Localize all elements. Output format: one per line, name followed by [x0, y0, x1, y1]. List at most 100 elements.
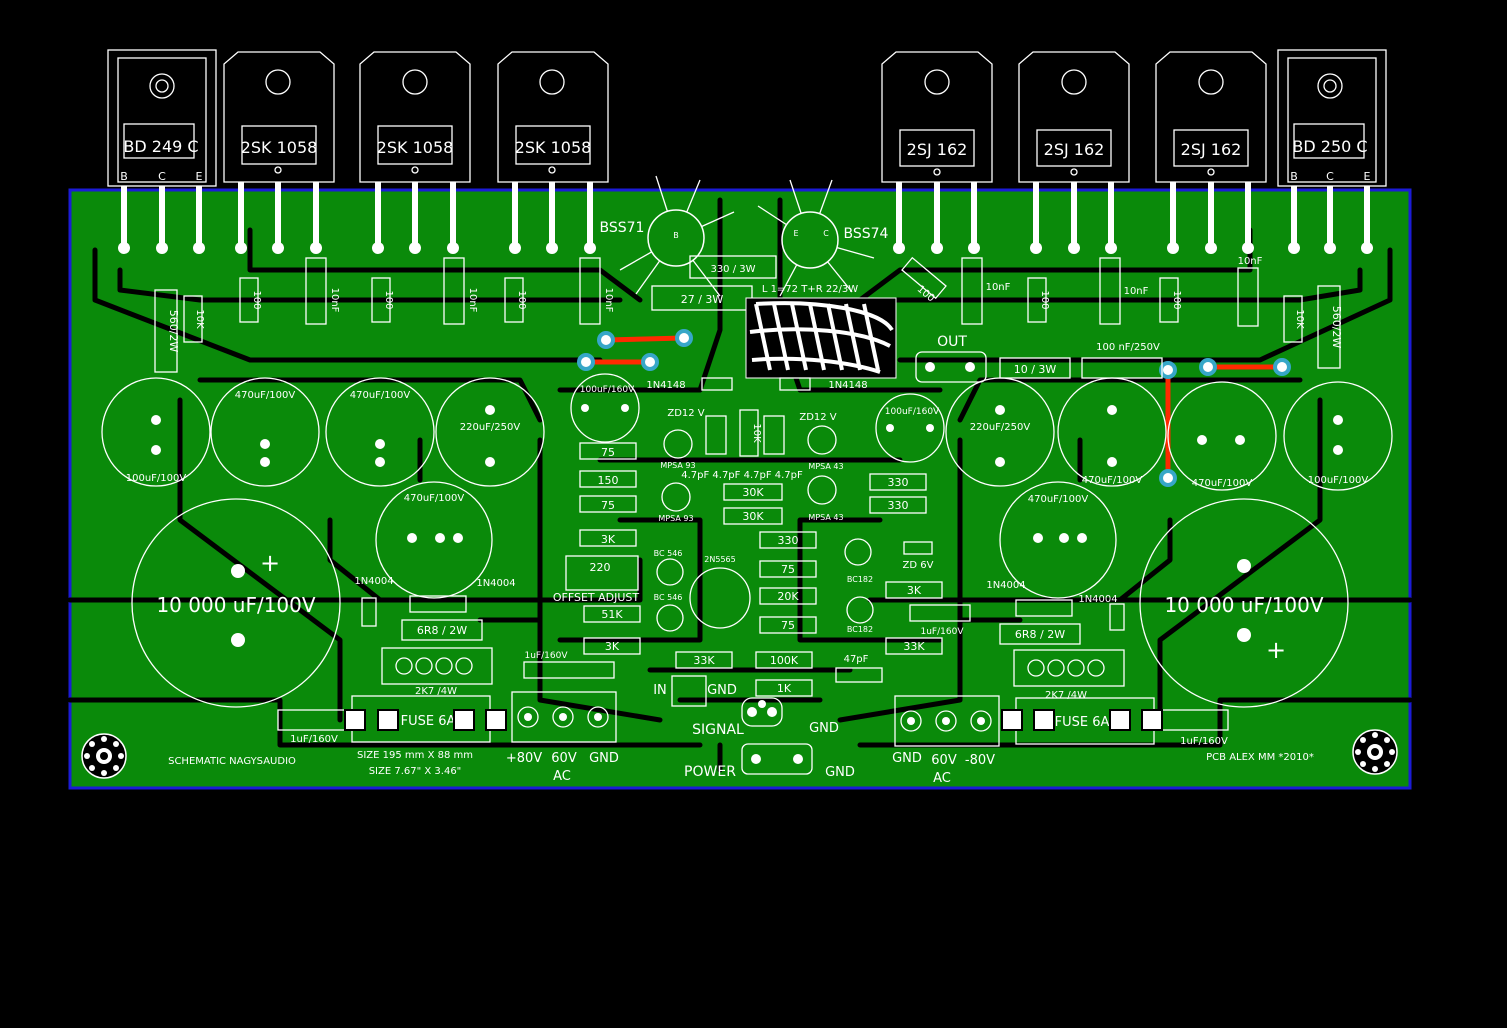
resistor-label: 6R8 / 2W [1015, 628, 1065, 641]
part-label: 2SK 1058 [515, 138, 592, 157]
part-label: 2SK 1058 [241, 138, 318, 157]
capacitor-label: 1uF/160V [921, 627, 965, 637]
fuse-label: FUSE 6A [401, 714, 456, 729]
diode-label: 1N4004 [354, 576, 393, 587]
resistor-label: 75 [781, 619, 795, 632]
transistor-label: BC182 [847, 625, 873, 634]
pin-label: B [1290, 170, 1298, 183]
resistor-label: 10K [194, 309, 205, 329]
capacitor-label: 470uF/100V [235, 390, 296, 401]
transistor-2sj162-b: 2SJ 162 [1018, 51, 1130, 245]
driver-label: BSS71 [600, 220, 645, 236]
resistor-label: 10K [751, 423, 762, 443]
resistor-label: 560/2W [167, 310, 180, 353]
capacitor-label: 100uF/160V [580, 385, 635, 395]
input-connectors: IN GND SIGNAL GND POWER GND [653, 675, 855, 780]
resistor-label: 10K [1294, 309, 1305, 329]
diode-label: ZD12 V [799, 412, 836, 423]
terminal-label: 60V [931, 753, 957, 768]
pin-label: B [120, 170, 128, 183]
signal-section: 1N4148 1N4148 ZD12 V ZD12 V 10K 75 150 7… [523, 377, 971, 697]
svg-text:E: E [793, 229, 798, 238]
resistor-label: 2K7 /4W [1045, 690, 1087, 701]
output-coil [745, 297, 897, 379]
resistor-label: 75 [781, 563, 795, 576]
power-terminal-right: GND 60V -80V AC [892, 695, 1000, 786]
diode-label: ZD12 V [667, 408, 704, 419]
resistor-label: 150 [598, 474, 619, 487]
part-label: BD 249 C [123, 137, 198, 156]
schematic-credit: SCHEMATIC NAGYSAUDIO [168, 756, 296, 767]
capacitor-label: 10nF [467, 288, 478, 313]
resistor-label: 10 / 3W [1014, 363, 1057, 376]
pin-label: C [1326, 170, 1334, 183]
capacitor-label: 10nF [986, 282, 1011, 293]
capacitor-label: 10nF [1124, 286, 1149, 297]
part-label: 2SJ 162 [1044, 140, 1105, 159]
resistor-label: 3K [601, 533, 616, 546]
capacitor-label: 100uF/160V [885, 407, 940, 417]
transistor-2sk1058-c: 2SK 1058 [497, 51, 609, 245]
capacitor-label: 100uF/100V [1308, 475, 1369, 486]
resistor-label: 20K [777, 590, 799, 603]
capacitor-label: 100uF/100V [126, 473, 187, 484]
board [67, 188, 1413, 790]
transistor-label: BC 546 [654, 549, 683, 558]
capacitor-label: 1uF/160V [525, 651, 569, 661]
terminal-label: AC [553, 769, 571, 784]
capacitor-label: 47pF [844, 654, 869, 665]
resistor-label: 100 [251, 290, 262, 309]
out-label: OUT [937, 334, 967, 350]
resistor-label: 1K [777, 682, 792, 695]
diode-label: 1N4148 [646, 380, 685, 391]
capacitor-label: 220uF/250V [460, 422, 521, 433]
transistor-label: MPSA 93 [658, 514, 693, 523]
resistor-label: 560/2W [1330, 306, 1343, 349]
svg-text:C: C [823, 229, 829, 238]
resistor-label: 3K [605, 640, 620, 653]
resistor-label: 100 [1039, 290, 1050, 309]
diode-label: 1N4004 [986, 580, 1025, 591]
part-label: 2SK 1058 [377, 138, 454, 157]
transistor-label: MPSA 43 [808, 462, 843, 471]
transistor-pads [118, 242, 1373, 254]
capacitor-label: 470uF/100V [1028, 494, 1089, 505]
filter-cap-left: 10 000 uF/100V + [131, 498, 341, 708]
capacitor-label: 100 nF/250V [1096, 342, 1160, 353]
pcb-credit: PCB ALEX MM *2010* [1206, 752, 1314, 763]
resistor-label: 75 [601, 499, 615, 512]
gnd-label: GND [825, 765, 855, 780]
resistor-label: 27 / 3W [681, 293, 724, 306]
jumpers [577, 329, 1291, 487]
terminal-label: GND [892, 751, 922, 766]
capacitor-label: 4.7pF 4.7pF 4.7pF 4.7pF [681, 470, 803, 481]
fuse-label: FUSE 6A [1055, 715, 1110, 730]
power-resistors-mid: 330 / 3W 27 / 3W L 1=72 T+R 22/3W [651, 255, 858, 311]
transistor-label: BC 546 [654, 593, 683, 602]
transistor-2sj162-c: 2SJ 162 [1155, 51, 1267, 245]
terminal-label: AC [933, 771, 951, 786]
gate-resistors: 100 100 100 100 100 100 10nF 10nF 10nF 1… [154, 256, 1343, 373]
resistor-label: 100 [1171, 290, 1182, 309]
driver-bss74: E C BSS74 [757, 179, 889, 297]
electrolytic-caps: 100uF/100V 470uF/100V 470uF/100V 220uF/2… [101, 373, 1393, 599]
transistor-label: MPSA 93 [660, 461, 695, 470]
size-mm: SIZE 195 mm X 88 mm [357, 750, 473, 761]
mounting-hole-right [1352, 729, 1398, 775]
capacitor-label: 470uF/100V [404, 493, 465, 504]
resistor-label: 75 [601, 446, 615, 459]
capacitor-label: 10nF [329, 288, 340, 313]
diode-label: 1N4148 [828, 380, 867, 391]
capacitor-label: 220uF/250V [970, 422, 1031, 433]
output-section: OUT 10 / 3W 100 nF/250V [915, 334, 1163, 383]
diode-label: 1N4004 [476, 578, 515, 589]
transistor-2sk1058-a: 2SK 1058 [223, 51, 335, 245]
polarity-plus: + [260, 549, 280, 577]
mounting-hole-left [81, 733, 127, 779]
diode-label: 1N4004 [1078, 594, 1117, 605]
resistor-label: 3K [907, 584, 922, 597]
resistor-label: 330 [888, 499, 909, 512]
terminal-label: -80V [965, 753, 995, 768]
offset-label: OFFSET ADJUST [553, 591, 640, 604]
